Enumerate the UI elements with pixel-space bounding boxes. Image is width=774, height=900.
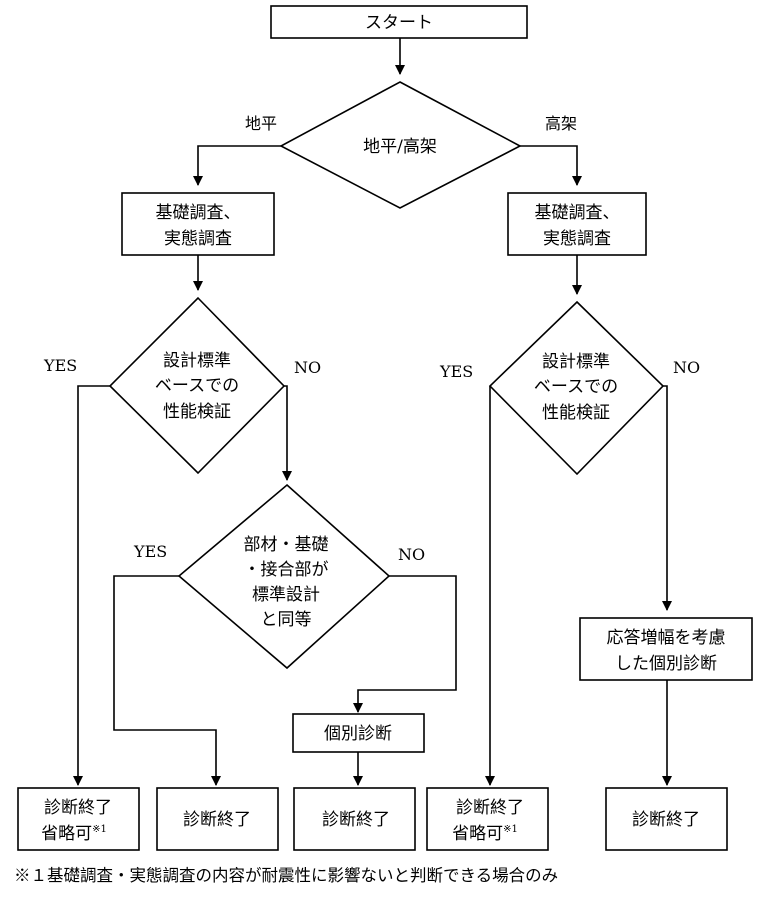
left-design-check-line-2: ベースでの (155, 376, 239, 396)
member-check-line-4: と同等 (261, 610, 312, 630)
end-1-line-2: 省略可※1 (41, 824, 107, 844)
end-4-line-2: 省略可※1 (452, 824, 518, 844)
node-start: スタート (270, 5, 528, 39)
label-elevated: 高架 (545, 114, 577, 133)
node-end-3: 診断終了 (293, 787, 416, 851)
node-end-5: 診断終了 (605, 787, 728, 851)
node-individual-diagnosis: 個別診断 (292, 713, 425, 753)
right-survey-line-1: 基礎調査、 (535, 203, 620, 223)
edge-left-no (282, 385, 292, 481)
end-4-line-1: 診断終了 (456, 798, 524, 818)
edge-member-no (353, 575, 457, 713)
end-2-label: 診断終了 (183, 810, 251, 830)
member-check-line-3: 標準設計 (252, 585, 320, 605)
start-label: スタート (365, 13, 433, 33)
end-1-footnote-mark: ※1 (92, 824, 107, 835)
individual-diagnosis-label: 個別診断 (324, 724, 392, 744)
node-end-4: 診断終了 省略可※1 (426, 787, 549, 851)
edge-left-yes (73, 385, 110, 786)
label-member-yes: YES (133, 542, 167, 561)
edge-member-yes (113, 575, 221, 786)
label-right-no: NO (673, 358, 700, 377)
node-end-1: 診断終了 省略可※1 (17, 787, 140, 851)
label-left-yes: YES (43, 356, 77, 375)
right-design-check-line-1: 設計標準 (542, 352, 610, 372)
node-decision-ground-elevated: 地平/高架 (279, 81, 522, 209)
decision-ground-elevated-label: 地平/高架 (363, 137, 437, 157)
left-survey-line-1: 基礎調査、 (156, 203, 241, 223)
node-left-survey: 基礎調査、 実態調査 (121, 192, 275, 256)
edges (73, 38, 672, 786)
edge-right-no (662, 385, 672, 611)
right-design-check-line-3: 性能検証 (542, 403, 610, 423)
end-4-footnote-mark: ※1 (503, 824, 518, 835)
node-member-check: 部材・基礎 ・接合部が 標準設計 と同等 (177, 483, 391, 670)
node-right-design-check: 設計標準 ベースでの 性能検証 (488, 300, 665, 476)
member-check-line-2: ・接合部が (244, 560, 329, 580)
right-survey-line-2: 実態調査 (543, 229, 611, 249)
left-design-check-line-3: 性能検証 (163, 402, 231, 422)
end-5-label: 診断終了 (632, 810, 700, 830)
end-1-line-1: 診断終了 (44, 798, 112, 818)
member-check-line-1: 部材・基礎 (244, 535, 329, 555)
edge-ground (193, 145, 281, 186)
label-left-no: NO (294, 358, 321, 377)
node-right-survey: 基礎調査、 実態調査 (507, 192, 647, 256)
footnote: ※１基礎調査・実態調査の内容が耐震性に影響ないと判断できる場合のみ (14, 866, 558, 885)
label-ground: 地平 (245, 114, 277, 133)
left-survey-line-2: 実態調査 (164, 229, 232, 249)
node-left-design-check: 設計標準 ベースでの 性能検証 (108, 296, 286, 475)
label-right-yes: YES (439, 362, 473, 381)
edge-labels: 地平 高架 YES NO YES NO YES NO (43, 114, 700, 564)
right-design-check-line-2: ベースでの (534, 377, 618, 397)
label-member-no: NO (398, 545, 425, 564)
node-end-2: 診断終了 (156, 787, 279, 851)
end-3-label: 診断終了 (322, 810, 390, 830)
edge-elevated (520, 145, 582, 186)
left-design-check-line-1: 設計標準 (163, 351, 231, 371)
response-amplification-line-1: 応答増幅を考慮 (607, 628, 726, 648)
response-amplification-line-2: した個別診断 (615, 654, 717, 674)
node-response-amplification-diagnosis: 応答増幅を考慮 した個別診断 (579, 617, 753, 681)
